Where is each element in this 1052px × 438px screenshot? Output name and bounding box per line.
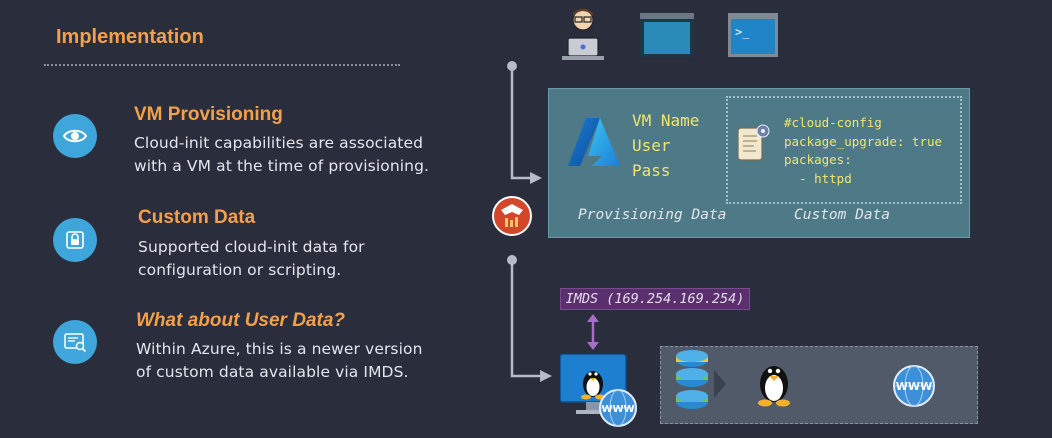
www-globe-icon: WWW [598,388,638,428]
config-scroll-icon [732,120,776,166]
azure-logo-icon [566,116,622,168]
vm-name-field: VM Name [632,111,700,130]
flow-connectors [507,61,552,382]
disk-stack-icon [670,350,730,418]
heading-divider [44,64,400,66]
imds-arrow [587,314,599,350]
custom-data-desc: Supported cloud-init data for configurat… [138,238,365,279]
www-globe-icon: WWW [892,364,936,408]
cloud-config-code: #cloud-config package_upgrade: true pack… [784,115,943,186]
vm-provisioning-desc: Cloud-init capabilities are associated w… [134,134,430,175]
linux-vm-icon [559,353,638,430]
imds-label: IMDS (169.254.169.254) [560,288,750,310]
data-search-icon [53,320,97,364]
custom-data-caption: Custom Data [794,207,891,223]
lock-icon [53,218,97,262]
terminal-window-icon: >_ [728,13,778,57]
custom-data-box [726,96,962,204]
tux-icon [752,358,796,408]
custom-data-title: Custom Data [138,207,256,228]
svg-text:>_: >_ [735,25,750,39]
section-heading: Implementation [56,26,204,48]
portal-window-icon [640,13,694,57]
user-field: User [632,136,671,155]
cloud-init-icon [492,196,532,236]
www-label: WWW [601,404,634,415]
user-data-desc: Within Azure, this is a newer version of… [136,340,423,381]
www-label: WWW [896,380,932,393]
developer-icon [556,4,610,64]
pass-field: Pass [632,161,671,180]
user-data-title: What about User Data? [136,310,346,331]
eye-icon [53,114,97,158]
vm-provisioning-title: VM Provisioning [134,104,283,125]
provisioning-caption: Provisioning Data [578,207,727,223]
vm-fields: VM Name User Pass [632,108,699,183]
